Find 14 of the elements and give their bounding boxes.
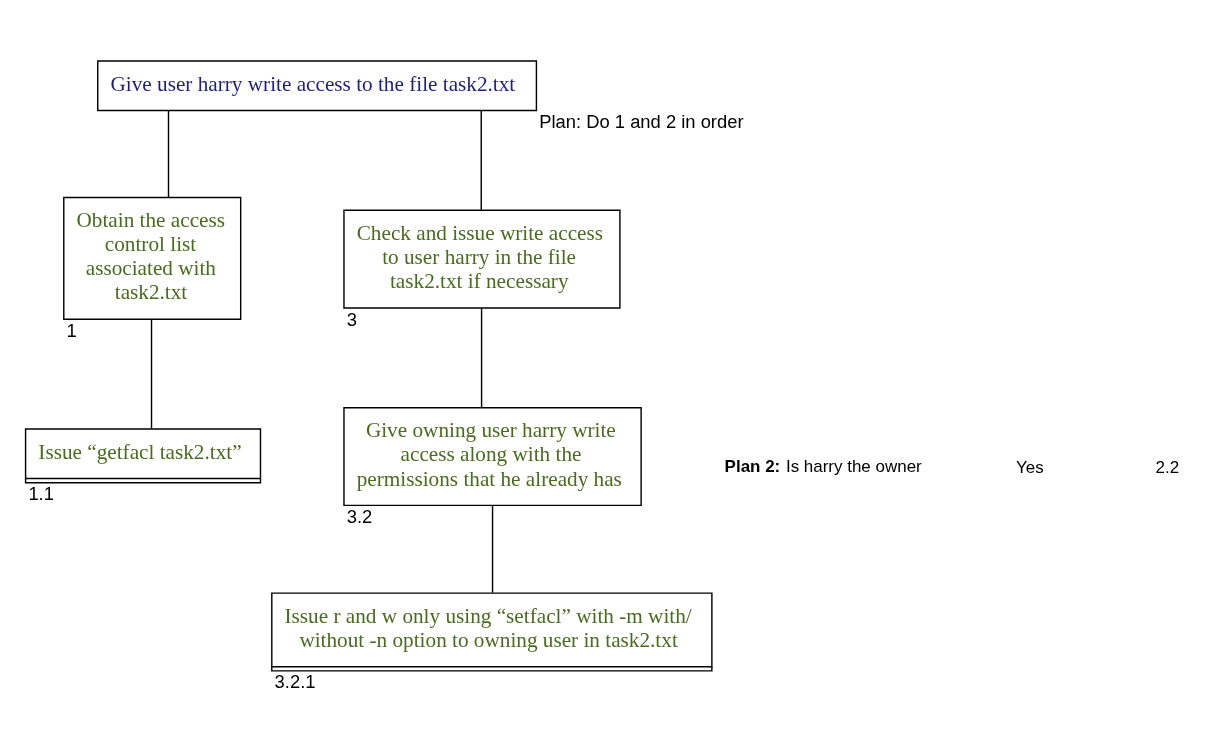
label: 2.2 <box>1155 457 1180 477</box>
node-label: 3 <box>346 308 358 329</box>
connector <box>150 318 153 429</box>
node-label: 3.2 <box>346 505 373 527</box>
label: Yes <box>1016 457 1044 477</box>
node-label: 1 <box>66 319 77 341</box>
connector <box>167 109 170 198</box>
connector <box>491 504 494 593</box>
node-label: Plan: Do 1 and 2 in order <box>539 110 744 132</box>
connector <box>480 109 482 210</box>
node-label: 3.2.1 <box>274 670 316 692</box>
node-label: 1.1 <box>28 482 54 504</box>
connector <box>480 307 483 408</box>
label: Plan 2: Is harry the owner <box>724 456 922 476</box>
